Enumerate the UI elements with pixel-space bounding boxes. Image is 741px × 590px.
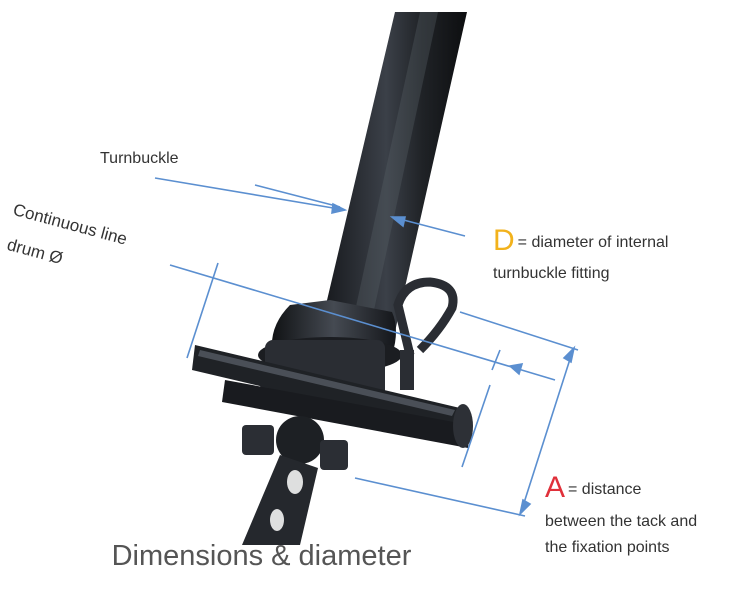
a-text-line-1: = distance [568,481,642,498]
d-arrowhead [389,216,406,228]
a-ext-bottom [354,477,526,517]
a-arrowhead-bottom [518,498,532,517]
a-ext-inner [461,384,491,468]
a-letter: A [545,471,566,504]
dimension-lines [154,177,579,517]
turnbuckle-leader [154,177,346,211]
drum-leader [169,264,556,381]
a-dimension-line [522,355,572,507]
lower-shackle [242,416,348,545]
drum-ext-right [491,349,501,371]
a-text-line-2: between the tack and [545,513,698,530]
a-ext-top [459,311,579,351]
a-text-line-3: the fixation points [545,539,670,556]
drum-fittings [192,345,473,448]
d-text-line-1: = diameter of internal [517,234,669,251]
turnbuckle-label: Turnbuckle [100,150,179,167]
drum-ext-left [186,262,219,359]
drum-arrowhead [508,362,524,376]
furling-tube [320,12,467,345]
a-arrowhead-top [562,345,576,364]
a-definition: A= distance [545,472,641,504]
d-dimension-line-left [254,184,341,208]
d-letter: D [493,224,515,257]
line-guide [393,277,458,390]
figure-caption: Dimensions & diameter [111,540,412,572]
d-definition: D= diameter of internal [493,225,668,257]
d-text-line-2: turnbuckle fitting [493,265,610,282]
